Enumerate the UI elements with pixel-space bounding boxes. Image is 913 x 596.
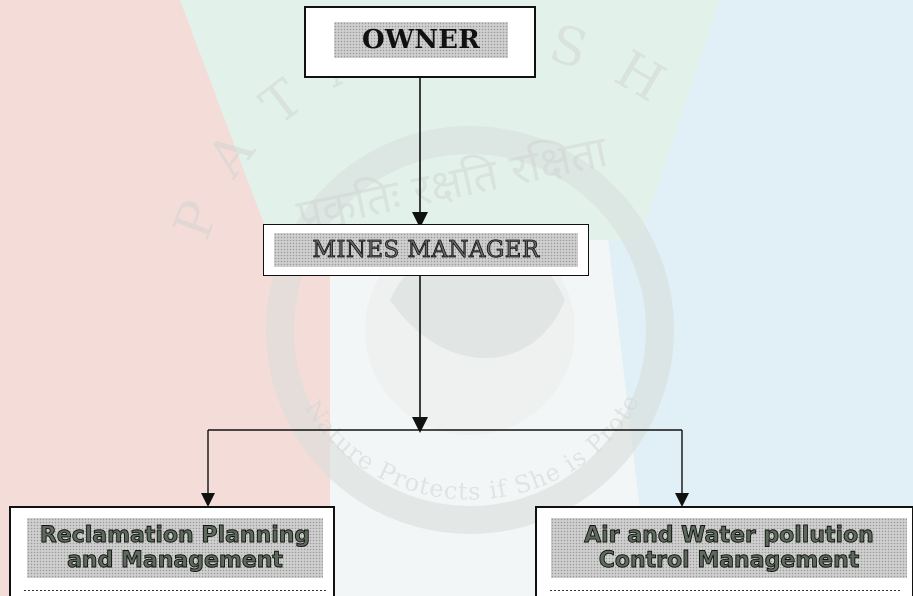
pollution-control-node: Air and Water pollution Control Manageme… [535, 506, 913, 596]
reclamation-dotted-rule [23, 589, 327, 593]
pollution-control-line-1: Air and Water pollution [584, 523, 875, 549]
reclamation-planning-line-1: Reclamation Planning [39, 523, 311, 549]
mines-manager-node: MINES MANAGER [263, 224, 589, 276]
reclamation-planning-line-2: and Management [67, 548, 284, 574]
reclamation-planning-node: Reclamation Planning and Management [9, 506, 335, 596]
pollution-control-line-2: Control Management [598, 548, 860, 574]
reclamation-planning-label: Reclamation Planning and Management [27, 518, 323, 578]
pollution-control-label: Air and Water pollution Control Manageme… [551, 518, 907, 578]
owner-node: OWNER [304, 6, 536, 78]
owner-label: OWNER [334, 22, 508, 58]
pollution-dotted-rule [549, 589, 901, 593]
watermark-seal-ring [266, 126, 674, 534]
mines-manager-label: MINES MANAGER [274, 233, 578, 267]
